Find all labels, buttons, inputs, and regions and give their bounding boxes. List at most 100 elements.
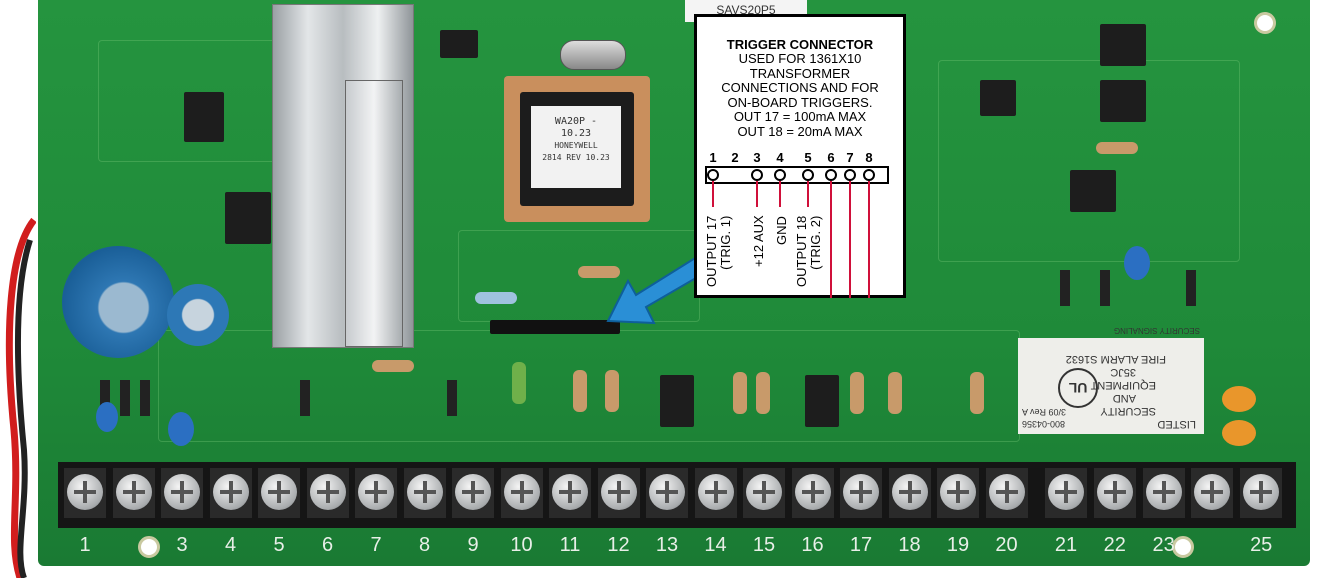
chip-label: WA20P - 10.23 HONEYWELL 2814 REV 10.23	[531, 106, 621, 188]
heat-sink-fin	[345, 80, 403, 347]
ceramic-capacitor	[96, 402, 118, 432]
ul-line: 800-04356	[1022, 419, 1066, 429]
resistor	[888, 372, 902, 414]
screw-head-icon	[697, 474, 734, 510]
terminal-screw	[1045, 468, 1087, 518]
terminal-screw	[985, 468, 1028, 518]
screw-head-icon	[67, 474, 103, 510]
pin1-label: OUTPUT 17 (TRIG. 1)	[704, 215, 733, 287]
terminal-label: 8	[418, 534, 431, 556]
diode	[1060, 270, 1070, 306]
diode	[100, 380, 110, 416]
resistor	[1096, 142, 1138, 154]
ul-line: SECURITY SIGNALING	[1113, 326, 1200, 335]
terminal-screw	[1240, 468, 1283, 518]
resistor	[970, 372, 984, 414]
terminal-label: 7	[370, 534, 382, 556]
terminal-label: 14	[704, 534, 727, 556]
screw-head-icon	[1145, 474, 1182, 510]
callout-description: USED FOR 1361X10 TRANSFORMER CONNECTIONS…	[721, 51, 879, 139]
ul-logo: UL	[1058, 368, 1098, 408]
screw-head-icon	[406, 474, 443, 510]
diode	[1100, 270, 1110, 306]
terminal-screw	[694, 468, 737, 518]
resistor	[372, 360, 414, 372]
resistor	[733, 372, 747, 414]
screw-head-icon	[1096, 474, 1133, 510]
pin-header	[490, 320, 620, 334]
screw-head-icon	[940, 474, 976, 510]
pin-wire	[868, 181, 870, 298]
pin-number: 5	[804, 150, 812, 165]
screw-head-icon	[600, 474, 637, 510]
resistor	[850, 372, 864, 414]
pin-6	[825, 169, 837, 181]
terminal-label: 11	[559, 534, 581, 556]
pin-4	[774, 169, 786, 181]
pin-1	[707, 169, 719, 181]
callout-title: TRIGGER CONNECTOR	[726, 37, 874, 52]
ceramic-capacitor	[1222, 420, 1256, 446]
ic-chip	[1070, 170, 1116, 212]
pin-5	[802, 169, 814, 181]
ic-chip	[440, 30, 478, 58]
screw-head-icon	[988, 474, 1025, 510]
ic-chip	[980, 80, 1016, 116]
ceramic-capacitor	[1124, 246, 1150, 280]
pin-number: 3	[753, 150, 761, 165]
terminal-screw	[888, 468, 931, 518]
screw-head-icon	[649, 474, 685, 510]
pin-wire	[779, 181, 781, 207]
terminal-screw	[1093, 468, 1136, 518]
pin-number: 7	[846, 150, 854, 165]
screw-head-icon	[164, 474, 200, 510]
terminal-screw	[791, 468, 834, 518]
terminal-label: 10	[510, 534, 533, 556]
terminal-label: 23	[1152, 534, 1175, 556]
power-wires	[5, 217, 36, 578]
ul-line: EQUIPMENT	[1090, 379, 1156, 391]
connector-header	[705, 166, 889, 184]
pin4-label: GND	[774, 216, 789, 245]
screw-head-icon	[891, 474, 928, 510]
terminal-screw	[355, 468, 397, 518]
terminal-screw	[1142, 468, 1185, 518]
electrolytic-capacitor	[167, 284, 229, 346]
screw-head-icon	[794, 474, 831, 510]
terminal-screw	[452, 468, 494, 518]
screw-head-icon	[309, 474, 346, 510]
resistor	[475, 292, 517, 304]
terminal-label: 17	[849, 534, 873, 556]
ic-chip	[1100, 80, 1146, 122]
ul-line: FIRE ALARM S1632	[1065, 353, 1166, 365]
terminal-screw	[840, 468, 882, 518]
terminal-screw	[597, 468, 640, 518]
screw-head-icon	[212, 474, 249, 510]
screw-head-icon	[358, 474, 394, 510]
terminal-label: 9	[467, 534, 479, 556]
terminal-label: 19	[946, 534, 970, 556]
terminal-screw	[500, 468, 543, 518]
terminal-label: 18	[898, 534, 921, 556]
resistor	[756, 372, 770, 414]
resistor	[512, 362, 526, 404]
screw-head-icon	[552, 474, 588, 510]
terminal-screw	[743, 468, 785, 518]
pin-8	[863, 169, 875, 181]
ceramic-capacitor	[1222, 386, 1256, 412]
ic-chip	[184, 92, 224, 142]
diode	[140, 380, 150, 416]
screw-head-icon	[1243, 474, 1280, 510]
pin-7	[844, 169, 856, 181]
diode	[1186, 270, 1196, 306]
terminal-label: 16	[801, 534, 824, 556]
terminal-label: 6	[321, 534, 334, 556]
chip-model: WA20P -	[554, 116, 598, 127]
pin3-label: +12 AUX	[751, 215, 766, 267]
terminal-screw	[112, 468, 155, 518]
diode	[447, 380, 457, 416]
screw-head-icon	[1048, 474, 1084, 510]
terminal-screw	[937, 468, 979, 518]
pin-number: 6	[827, 150, 835, 165]
terminal-screw	[646, 468, 688, 518]
